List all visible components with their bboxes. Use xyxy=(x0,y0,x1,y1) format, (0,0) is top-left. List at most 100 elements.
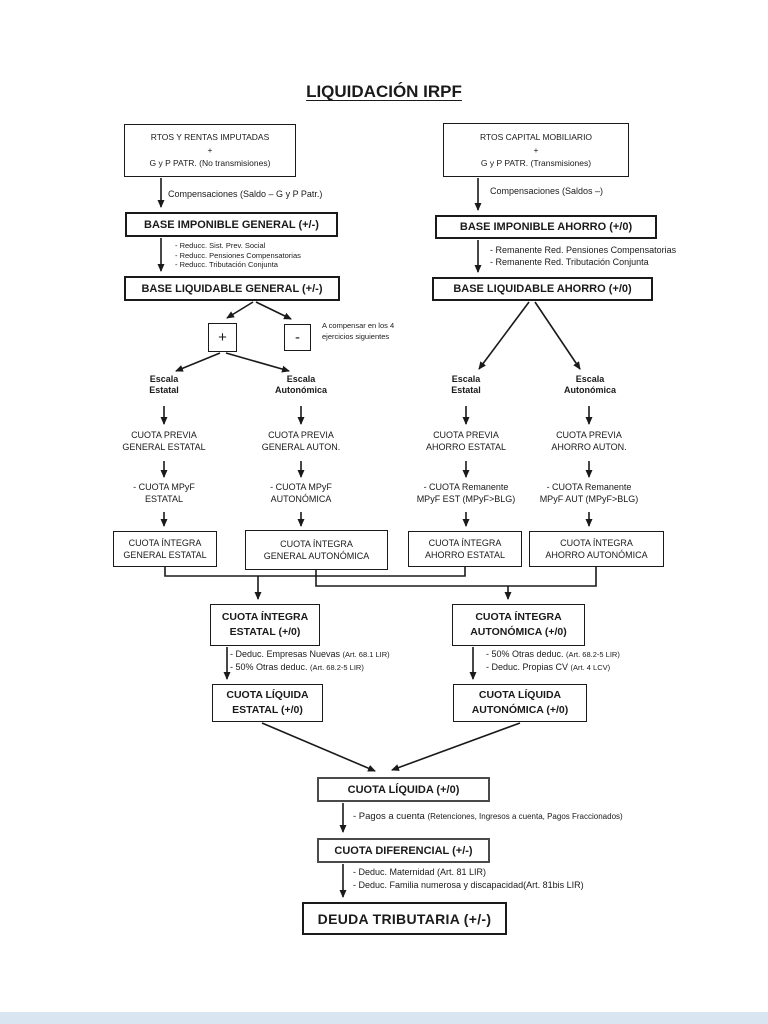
label-line: CUOTA PREVIA xyxy=(433,430,499,440)
viewer-page-gap xyxy=(0,1012,768,1024)
list-item-cite: (Art. 68.2-5 LIR) xyxy=(310,663,364,672)
node-line: CUOTA ÍNTEGRA xyxy=(221,611,309,623)
label-cuota-previa-ahorro-estatal: CUOTA PREVIA AHORRO ESTATAL xyxy=(416,429,516,453)
list-item: - Reducc. Pensiones Compensatorias xyxy=(175,250,301,260)
label-line: GENERAL ESTATAL xyxy=(122,442,206,452)
list-item: - Deduc. Maternidad (Art. 81 LIR) xyxy=(353,867,487,877)
list-item-cite: (Retenciones, Ingresos a cuenta, Pagos F… xyxy=(427,812,623,821)
node-cuota-integra-general-estatal: CUOTA ÍNTEGRA GENERAL ESTATAL xyxy=(113,531,217,567)
label-line: MPyF EST (MPyF>BLG) xyxy=(416,494,516,504)
node-cuota-liquida-estatal: CUOTA LÍQUIDA ESTATAL (+/0) xyxy=(212,684,323,722)
node-line: AHORRO AUTONÓMICA xyxy=(545,550,648,560)
node-saldo-negativo: - xyxy=(284,324,311,351)
page-title: LIQUIDACIÓN IRPF xyxy=(0,82,768,102)
label-minoracion-mpyf-estatal: - CUOTA MPyF ESTATAL xyxy=(124,481,204,505)
label-cuota-previa-ahorro-autonomica: CUOTA PREVIA AHORRO AUTON. xyxy=(539,429,639,453)
node-line: ESTATAL (+/0) xyxy=(229,626,301,638)
node-line: CUOTA ÍNTEGRA xyxy=(428,537,502,548)
page-title-text: LIQUIDACIÓN IRPF xyxy=(306,82,462,101)
node-line: ESTATAL (+/0) xyxy=(232,704,303,716)
label-escala-estatal-general: Escala Estatal xyxy=(124,374,204,396)
node-line: AUTONÓMICA (+/0) xyxy=(470,626,567,638)
list-item: - Remanente Red. Pensiones Compensatoria… xyxy=(490,245,677,255)
node-saldo-positivo: + xyxy=(208,323,237,352)
list-item-cite: (Art. 68.1 LIR) xyxy=(342,650,390,659)
list-item: - Deduc. Familia numerosa y discapacidad… xyxy=(353,879,584,890)
node-line: CUOTA LÍQUIDA xyxy=(478,689,562,701)
list-item: - Deduc. Propias CV (Art. 4 LCV) xyxy=(486,661,620,674)
label-minoracion-remanente-estatal: - CUOTA Remanente MPyF EST (MPyF>BLG) xyxy=(402,481,530,505)
list-item: - 50% Otras deduc. (Art. 68.2-5 LIR) xyxy=(486,648,620,661)
node-cuota-integra-autonomica: CUOTA ÍNTEGRA AUTONÓMICA (+/0) xyxy=(452,604,585,646)
node-line: GENERAL ESTATAL xyxy=(123,550,207,560)
list-deducciones-estatal: - Deduc. Empresas Nuevas (Art. 68.1 LIR)… xyxy=(230,648,390,674)
list-item-text: - Deduc. Empresas Nuevas xyxy=(230,649,343,659)
node-line: RTOS Y RENTAS IMPUTADAS xyxy=(150,132,270,142)
label-line: MPyF AUT (MPyF>BLG) xyxy=(539,494,639,504)
node-base-liquidable-general: BASE LIQUIDABLE GENERAL (+/-) xyxy=(124,276,340,301)
label-line: Autonómica xyxy=(563,385,616,395)
node-base-imponible-general: BASE IMPONIBLE GENERAL (+/-) xyxy=(125,212,338,237)
label-compensaciones-general: Compensaciones (Saldo – G y P Patr.) xyxy=(168,189,323,199)
list-item-text: - Pagos a cuenta xyxy=(353,811,428,822)
node-line: AHORRO ESTATAL xyxy=(424,550,505,560)
label-line: Escala xyxy=(149,374,179,384)
node-deuda-tributaria: DEUDA TRIBUTARIA (+/-) xyxy=(302,902,507,935)
label-minoracion-mpyf-autonomica: - CUOTA MPyF AUTONÓMICA xyxy=(256,481,346,505)
list-item-text: - 50% Otras deduc. xyxy=(486,649,567,659)
node-line: AUTONÓMICA (+/0) xyxy=(471,704,569,716)
plus-sign: + xyxy=(207,145,213,155)
node-line: CUOTA ÍNTEGRA xyxy=(475,611,562,623)
node-line: RTOS CAPITAL MOBILIARIO xyxy=(479,131,593,142)
list-reducciones-general: - Reducc. Sist. Prev. Social - Reducc. P… xyxy=(175,241,301,270)
node-line: G y P PATR. (Transmisiones) xyxy=(480,157,592,168)
label-line: - CUOTA MPyF xyxy=(270,482,332,492)
node-cuota-liquida-autonomica: CUOTA LÍQUIDA AUTONÓMICA (+/0) xyxy=(453,684,587,722)
label-minoracion-remanente-autonomica: - CUOTA Remanente MPyF AUT (MPyF>BLG) xyxy=(525,481,653,505)
list-item-cite: (Art. 68.2-5 LIR) xyxy=(566,650,620,659)
label-line: CUOTA PREVIA xyxy=(268,430,334,440)
list-item-text: - Deduc. Propias CV xyxy=(486,662,571,672)
label-line: Escala xyxy=(575,374,605,384)
node-cuota-integra-ahorro-estatal: CUOTA ÍNTEGRA AHORRO ESTATAL xyxy=(408,531,522,567)
label-line: Estatal xyxy=(451,385,481,395)
node-line: CUOTA ÍNTEGRA xyxy=(128,537,202,548)
list-deducciones-autonomica: - 50% Otras deduc. (Art. 68.2-5 LIR) - D… xyxy=(486,648,620,674)
label-compensaciones-ahorro: Compensaciones (Saldos –) xyxy=(490,186,604,196)
node-line: CUOTA ÍNTEGRA xyxy=(280,538,353,549)
label-line: ESTATAL xyxy=(144,494,183,504)
label-line: Autonómica xyxy=(274,385,327,395)
node-cuota-integra-ahorro-autonomica: CUOTA ÍNTEGRA AHORRO AUTONÓMICA xyxy=(529,531,664,567)
label-line: CUOTA PREVIA xyxy=(131,430,197,440)
list-item-cite: (Art. 4 LCV) xyxy=(570,663,611,672)
list-item: - Reducc. Sist. Prev. Social xyxy=(175,241,266,250)
list-item: - Reducc. Tributación Conjunta xyxy=(175,260,278,270)
label-pagos-a-cuenta: - Pagos a cuenta (Retenciones, Ingresos … xyxy=(353,811,623,822)
label-escala-estatal-ahorro: Escala Estatal xyxy=(426,374,506,396)
label-line: AHORRO ESTATAL xyxy=(425,442,506,452)
node-rtos-rentas-imputadas: RTOS Y RENTAS IMPUTADAS + G y P PATR. (N… xyxy=(124,124,296,177)
label-escala-autonomica-ahorro: Escala Autonómica xyxy=(547,374,633,396)
label-line: CUOTA PREVIA xyxy=(556,430,622,440)
note-a-compensar: A compensar en los 4 ejercicios siguient… xyxy=(322,321,395,341)
list-item: - 50% Otras deduc. (Art. 68.2-5 LIR) xyxy=(230,661,390,674)
label-escala-autonomica-general: Escala Autonómica xyxy=(258,374,344,396)
label-line: Escala xyxy=(286,374,316,384)
label-cuota-previa-general-autonomica: CUOTA PREVIA GENERAL AUTON. xyxy=(251,429,351,453)
label-line: GENERAL AUTON. xyxy=(261,442,341,452)
label-line: - CUOTA Remanente xyxy=(546,482,632,492)
list-item-text: - 50% Otras deduc. xyxy=(230,662,311,672)
node-base-liquidable-ahorro: BASE LIQUIDABLE AHORRO (+/0) xyxy=(432,277,653,301)
node-line: CUOTA ÍNTEGRA xyxy=(560,537,633,548)
list-item: - Pagos a cuenta (Retenciones, Ingresos … xyxy=(353,811,623,822)
list-deducciones-finales: - Deduc. Maternidad (Art. 81 LIR) - Dedu… xyxy=(353,866,584,891)
list-reducciones-ahorro: - Remanente Red. Pensiones Compensatoria… xyxy=(490,244,676,268)
node-cuota-integra-estatal: CUOTA ÍNTEGRA ESTATAL (+/0) xyxy=(210,604,320,646)
label-line: AHORRO AUTON. xyxy=(551,442,627,452)
plus-sign: + xyxy=(533,144,539,155)
list-item: - Remanente Red. Tributación Conjunta xyxy=(490,257,649,267)
label-line: Escala xyxy=(451,374,481,384)
node-line: CUOTA LÍQUIDA xyxy=(226,689,309,701)
node-cuota-integra-general-autonomica: CUOTA ÍNTEGRA GENERAL AUTONÓMICA xyxy=(245,530,388,570)
